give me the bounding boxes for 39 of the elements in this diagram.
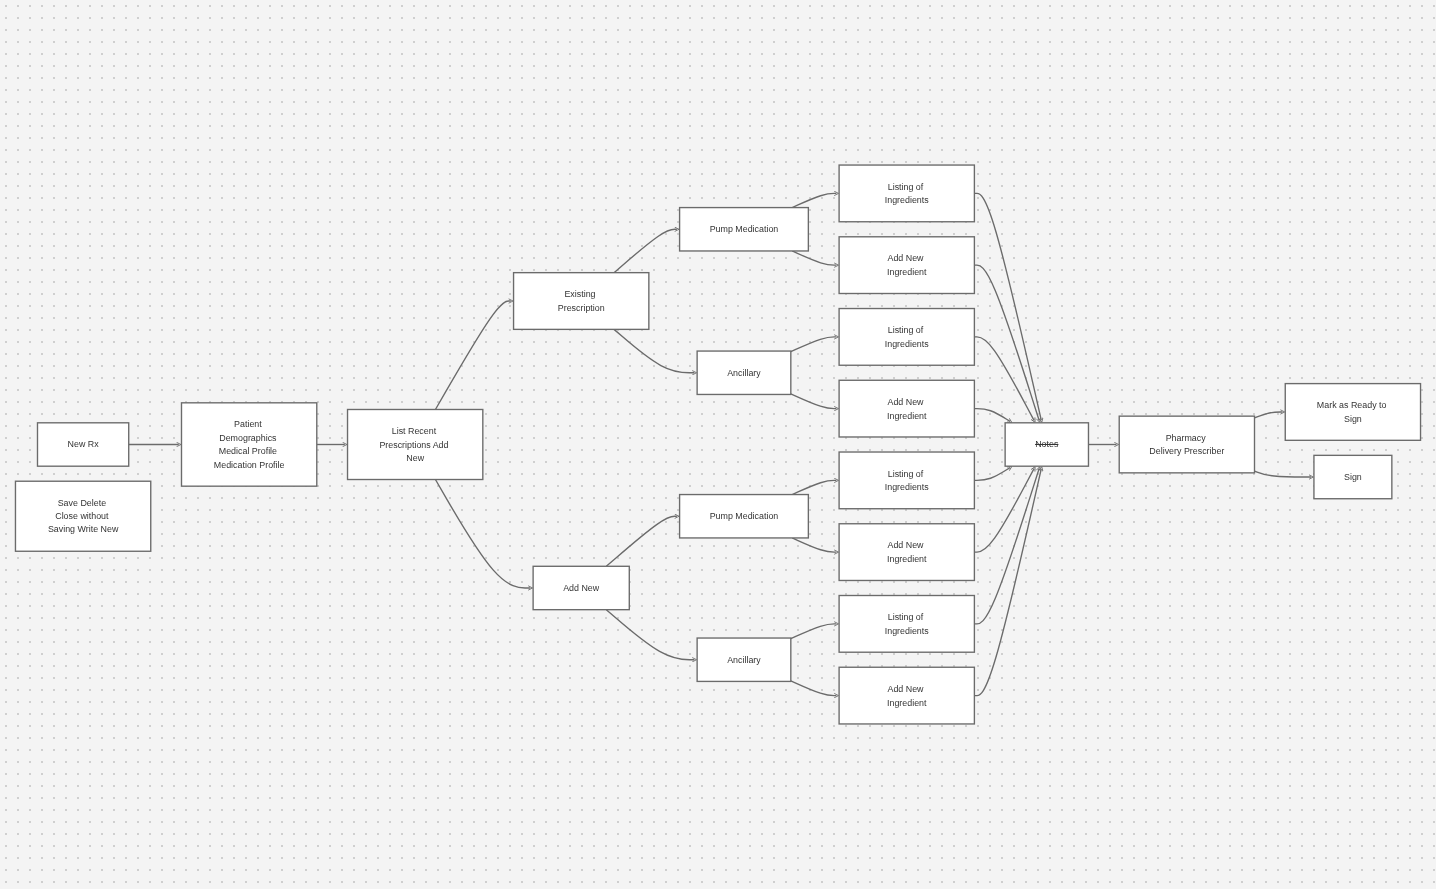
- arrow: [790, 334, 839, 353]
- node-box: Add New Ingredient: [838, 523, 976, 582]
- arrow: [791, 250, 839, 268]
- arrow: [790, 621, 839, 640]
- node-box: Add New Ingredient: [838, 379, 976, 438]
- node-box: Listing of Ingredients: [838, 451, 976, 510]
- node-box: List Recent Prescriptions Add New: [346, 408, 484, 481]
- node-box: Sign: [1313, 454, 1393, 500]
- node-box: Mark as Ready to Sign: [1284, 382, 1422, 441]
- node-box: Pharmacy Delivery Prescriber: [1118, 415, 1256, 474]
- arrow: [316, 441, 348, 448]
- node-box: Save Delete Close without Saving Write New: [14, 480, 152, 552]
- arrow: [605, 609, 697, 663]
- node-box: Existing Prescription: [512, 271, 650, 331]
- node-box: New Rx: [36, 422, 130, 467]
- arrow: [791, 537, 839, 555]
- arrow: [790, 680, 839, 699]
- arrow: [791, 477, 839, 496]
- node-box: Patient Demographics Medical Profile Medication Profile: [180, 402, 318, 487]
- arrow: [434, 478, 533, 591]
- node-box: Pump Medication: [678, 206, 810, 252]
- node-box: Add New: [532, 565, 630, 611]
- arrow: [605, 513, 680, 567]
- node-box: Listing of Ingredients: [838, 594, 976, 653]
- arrow: [434, 298, 514, 411]
- arrow: [1253, 409, 1286, 419]
- node-box: Add New Ingredient: [838, 236, 976, 295]
- arrow: [128, 441, 182, 448]
- arrow: [1253, 470, 1314, 480]
- node-box: Listing of Ingredients: [838, 164, 976, 223]
- node-box: Ancillary: [696, 637, 792, 683]
- node-box: Pump Medication: [678, 493, 810, 539]
- arrow: [613, 328, 697, 376]
- arrow: [790, 393, 839, 412]
- node-box: Listing of Ingredients: [838, 307, 976, 366]
- node-box: Ancillary: [696, 350, 792, 396]
- arrow: [613, 226, 680, 274]
- node-box: Add New Ingredient: [838, 666, 976, 725]
- arrow: [791, 190, 839, 209]
